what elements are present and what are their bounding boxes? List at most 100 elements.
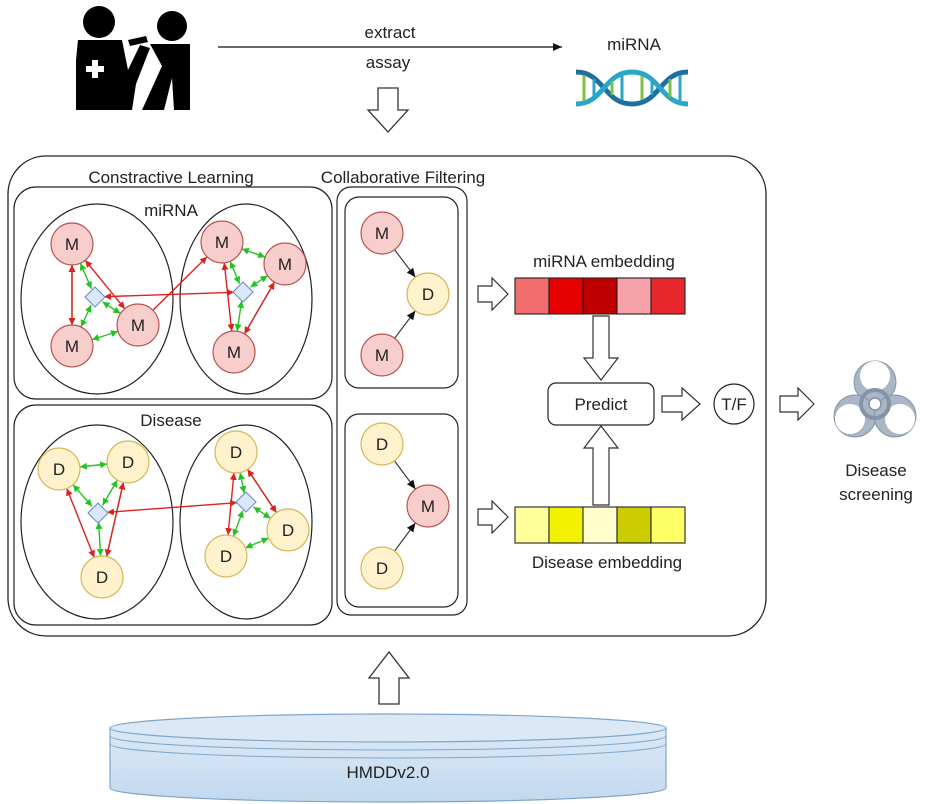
assay-label: assay [366,53,411,72]
disease-view-2-green-edge-1 [238,472,247,494]
down-arrow-icon [366,87,410,133]
mirna-view-2-green-edge-3 [234,300,245,332]
disease-embedding-vector [514,506,686,544]
disease-embedding-cell-4 [616,506,652,544]
disease-view-1-green-edge-3 [95,521,104,557]
disease-embedding-cell-1 [514,506,550,544]
disease-view-1-green-edge-pair-a [79,461,108,470]
cf-bottom-mirna-node-letter: M [421,497,435,516]
graph-edges [66,247,416,558]
disease-view-1-node-2-letter: D [122,453,134,472]
disease-view-1 [20,424,174,620]
cf-top-edge-1 [394,249,416,278]
cf-bottom-edge-1 [394,460,416,490]
mirna-embedding-cell-4 [616,277,652,315]
cf-bottom-disease-node-1: D [360,422,404,466]
mirna-view-1-node-3-letter: M [131,316,145,335]
database-to-model-arrow [367,650,411,705]
biohazard-icon [833,360,917,438]
screening-label-line2: screening [839,485,913,504]
extract-label: extract [364,23,415,42]
mirna-view-2-node-2: M [263,242,307,286]
mirna-view-1-node-3: M [116,303,160,347]
mirna-view-1-node-2: M [50,324,94,368]
mirna-label: miRNA [607,35,661,54]
cf-bottom-disease-node-2: D [360,546,404,590]
disease-view-2-node-2-letter: D [282,521,294,540]
doctor-patient-icon [76,6,190,110]
disease-group-title: Disease [140,411,201,430]
disease-view-2-node-1-letter: D [230,443,242,462]
mirna-embedding-cell-5 [650,277,686,315]
tf-label: T/F [721,395,747,414]
disease-view-1-red-edge-b [104,482,126,557]
cf-bottom-disease-node-1-letter: D [376,435,388,454]
disease-view-2-node-3: D [204,534,248,578]
cf-top-disease-node-letter: D [422,285,434,304]
mirna-view-2-node-1-letter: M [215,233,229,252]
dna-icon [575,69,689,107]
cf-top-mirna-node-2-letter: M [375,346,389,365]
cf-top-mirna-node-1: M [360,211,404,255]
disease-embedding-cell-5 [650,506,686,544]
mirna-embedding-cell-3 [582,277,618,315]
mirna-view-2-red-edge-b [243,281,276,335]
disease-view-2 [179,424,313,620]
mirna-view-2-green-edge-pair-a [241,247,266,259]
disease-cross-view-edge [106,499,238,516]
mirna-view-1-red-edge-a [84,259,126,310]
mirna-embedding-label: miRNA embedding [533,252,675,271]
mirna-view-1-node-1: M [50,222,94,266]
disease-view-2-node-3-letter: D [220,547,232,566]
screening-label-line1: Disease [845,461,906,480]
mirna-view-1-green-edge-pair-b [91,330,119,341]
disease-view-2-red-edge-b [247,469,277,513]
mirna-view-1-node-1-letter: M [65,235,79,254]
graph-nodes: M M M M M M D D D D D D M D M D M D [37,211,450,599]
database-label: HMDDv2.0 [346,763,429,782]
cf-bottom-edge-2 [394,522,416,552]
predict-box [547,382,655,426]
mirna-view-2-node-3-letter: M [227,343,241,362]
cf-bottom-mirna-node: M [406,484,450,528]
disease-view-1-hub [87,502,109,524]
cf-to-disease-embedding-arrow [477,499,509,535]
disease-view-1-node-3: D [80,555,124,599]
mirna-view-1-green-edge-2 [80,304,92,328]
disease-view-1-red-edge-a [66,488,95,558]
disease-embedding-label: Disease embedding [532,553,682,572]
mirna-group-title: miRNA [144,201,198,220]
disease-to-predict-arrow [582,425,620,506]
disease-view-1-node-2: D [106,440,150,484]
disease-view-2-hub [235,491,257,513]
mirna-view-2-node-1: M [200,220,244,264]
disease-view-1-node-1: D [37,447,81,491]
cf-top-mirna-node-1-letter: M [375,224,389,243]
cf-bottom-disease-node-2-letter: D [376,559,388,578]
mirna-view-2-node-2-letter: M [278,255,292,274]
predict-to-tf-arrow [661,386,701,422]
mirna-embedding-vector [514,277,686,315]
mirna-to-predict-arrow [582,315,620,381]
mirna-view-2-hub [232,281,254,303]
disease-view-1-node-3-letter: D [96,568,108,587]
tf-to-screening-arrow [779,386,815,422]
disease-view-2-node-2: D [266,508,310,552]
mirna-cross-node-edge [152,256,208,311]
disease-view-2-green-edge-pair-b [245,537,269,549]
collaborative-filtering-title: Collaborative Filtering [321,168,485,187]
mirna-view-1-node-2-letter: M [65,337,79,356]
mirna-view-2-node-3: M [212,330,256,374]
cf-top-edge-2 [394,310,416,339]
predict-label: Predict [575,395,628,414]
mirna-embedding-cell-2 [548,277,584,315]
cf-top-mirna-node-2: M [360,333,404,377]
disease-embedding-cell-3 [582,506,618,544]
cf-to-mirna-embedding-arrow [477,276,509,312]
disease-view-1-node-1-letter: D [53,460,65,479]
disease-view-2-node-1: D [214,430,258,474]
database-cylinder-icon [109,713,667,803]
mirna-embedding-cell-1 [514,277,550,315]
mirna-view-1-hub [84,286,106,308]
